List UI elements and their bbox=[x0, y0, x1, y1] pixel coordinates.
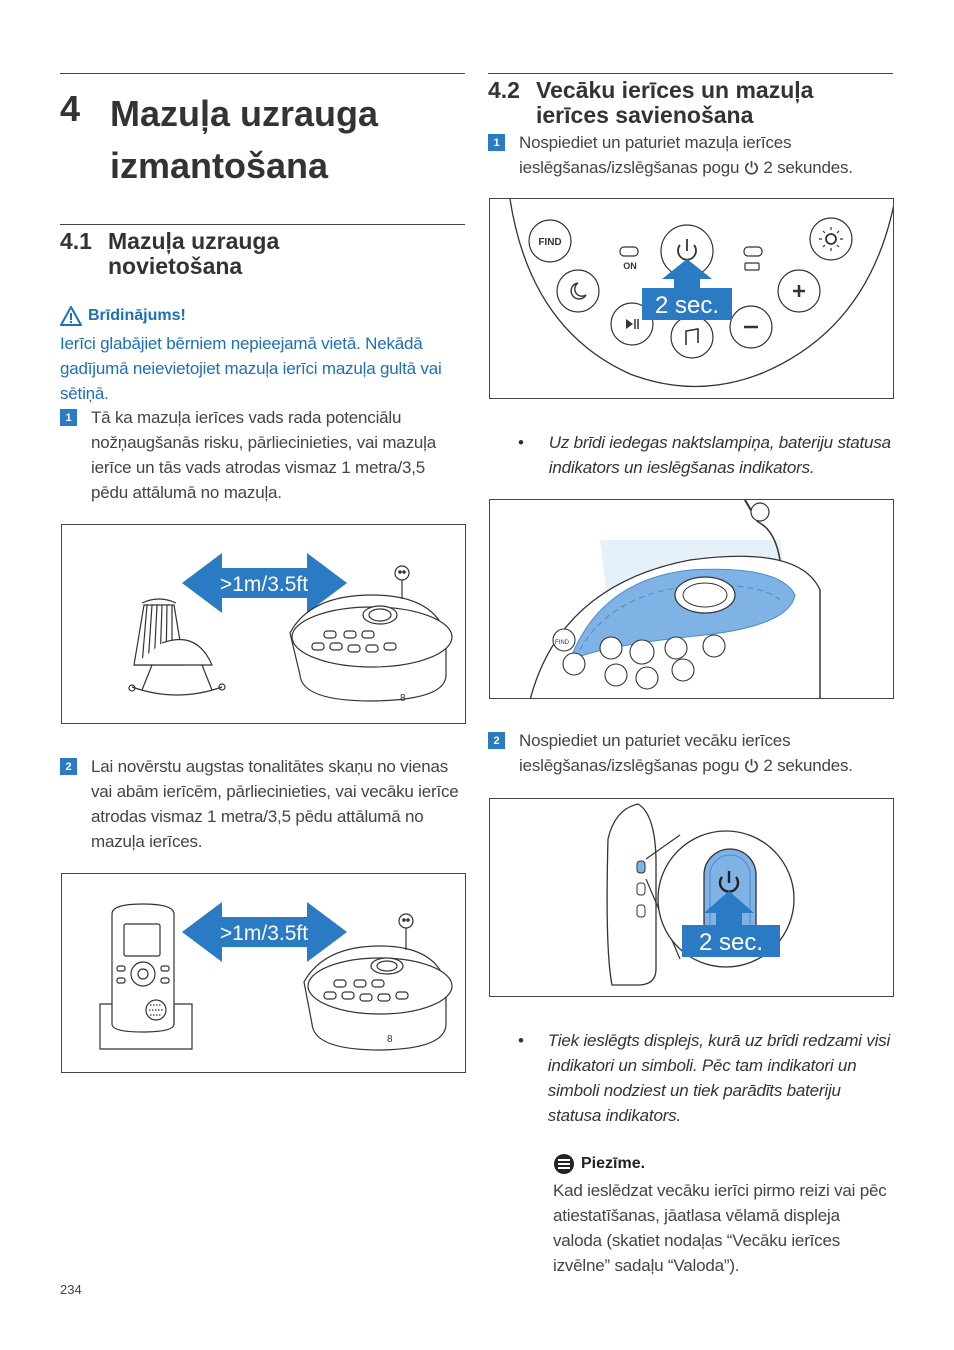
chapter-top-rule bbox=[60, 73, 465, 74]
baby-unit-drawing: 8 bbox=[289, 565, 453, 704]
section-4-1-number: 4.1 bbox=[60, 228, 92, 254]
step-text-before: Nospiediet un paturiet vecāku ierīces ie… bbox=[519, 731, 791, 775]
parent-unit-drawing bbox=[99, 903, 193, 1050]
music-button[interactable] bbox=[670, 315, 714, 359]
light-icon bbox=[825, 233, 837, 245]
figure-crib-distance: >1m/3.5ft 8 bbox=[61, 524, 466, 724]
bullet-text: Uz brīdi iedegas naktslampiņa, bateriju … bbox=[548, 433, 891, 477]
bullet-night-light: • Uz brīdi iedegas naktslampiņa, baterij… bbox=[518, 430, 893, 480]
note-heading: Piezīme. bbox=[553, 1153, 645, 1175]
find-button[interactable] bbox=[528, 219, 572, 263]
section-4-2-title-line1: Vecāku ierīces un mazuļa bbox=[536, 77, 814, 103]
section-4-2-heading: 4.2 Vecāku ierīces un mazuļa ierīces savi… bbox=[488, 78, 893, 128]
sec-label: 2 sec. bbox=[699, 929, 763, 956]
bullet-text: Tiek ieslēgts displejs, kurā uz brīdi re… bbox=[547, 1031, 891, 1125]
baby-unit-buttons-illustration: FIND ON 2 sec. bbox=[509, 199, 893, 388]
figure-parent-unit-power: 2 sec. bbox=[489, 798, 894, 997]
baby-unit-drawing: 8 bbox=[303, 913, 453, 1051]
section-4-1-rule bbox=[60, 224, 465, 225]
section-4-2-number: 4.2 bbox=[488, 77, 520, 103]
light-button[interactable] bbox=[809, 217, 853, 261]
find-label: FIND bbox=[555, 640, 570, 646]
moon-icon bbox=[570, 282, 587, 300]
step-text-before: Nospiediet un paturiet mazuļa ierīces ie… bbox=[519, 133, 792, 177]
step-badge: 1 bbox=[60, 409, 77, 426]
chapter-title: Mazuļa uzrauga izmantošana bbox=[110, 93, 379, 186]
distance-arrow: >1m/3.5ft bbox=[182, 902, 347, 962]
warning-heading: Brīdinājums! bbox=[60, 306, 186, 326]
distance-label: >1m/3.5ft bbox=[220, 922, 308, 945]
section-4-1-title-line2: novietošana bbox=[108, 253, 243, 279]
note-title: Piezīme. bbox=[581, 1155, 646, 1172]
step-text-after: 2 sekundes. bbox=[763, 756, 853, 775]
step-text: Lai novērstu augstas tonalitātes skaņu n… bbox=[91, 757, 459, 851]
play-icon bbox=[626, 319, 633, 329]
figure-parent-unit-distance: >1m/3.5ft 8 bbox=[61, 873, 466, 1073]
section-4-2-title-line2: ierīces savienošana bbox=[536, 102, 754, 128]
power-icon bbox=[744, 160, 758, 175]
battery-icon bbox=[744, 262, 760, 271]
parent-unit-power-illustration: 2 sec. bbox=[606, 803, 795, 986]
section-4-1-step-1: 1 Tā ka mazuļa ierīces vads rada potenci… bbox=[60, 405, 465, 505]
section-4-1-step-2: 2 Lai novērstu augstas tonalitātes skaņu… bbox=[60, 754, 465, 854]
sec-badge bbox=[642, 288, 732, 320]
press-arrow bbox=[662, 259, 712, 293]
step-text-after: 2 sekundes. bbox=[763, 158, 853, 177]
parent-unit-distance-illustration: >1m/3.5ft 8 bbox=[99, 902, 453, 1051]
section-4-1-title-line1: Mazuļa uzrauga bbox=[108, 228, 280, 254]
section-4-2-step-1: 1 Nospiediet un paturiet mazuļa ierīces … bbox=[488, 130, 893, 180]
page-number: 234 bbox=[60, 1282, 82, 1297]
find-label: FIND bbox=[538, 237, 561, 248]
warning-text: Ierīci glabājiet bērniem nepieejamā viet… bbox=[60, 334, 442, 403]
svg-text:8: 8 bbox=[400, 693, 406, 704]
sec-label: 2 sec. bbox=[655, 292, 719, 319]
figure-baby-unit-buttons: FIND ON 2 sec. bbox=[489, 198, 894, 399]
step-badge: 1 bbox=[488, 134, 505, 151]
note-icon bbox=[554, 1154, 574, 1174]
press-arrow bbox=[704, 891, 754, 927]
figure-baby-unit-light: FIND bbox=[489, 499, 894, 699]
plus-icon bbox=[793, 285, 805, 297]
on-label: ON bbox=[623, 261, 637, 271]
step-badge: 2 bbox=[60, 758, 77, 775]
section-4-1-heading: 4.1 Mazuļa uzrauga novietošana bbox=[60, 229, 465, 279]
night-light-button[interactable] bbox=[556, 269, 600, 313]
bullet-display: • Tiek ieslēgts displejs, kurā uz brīdi … bbox=[518, 1028, 893, 1128]
sec-badge bbox=[682, 925, 780, 957]
step-text: Tā ka mazuļa ierīces vads rada potenciāl… bbox=[91, 408, 436, 502]
on-indicator bbox=[619, 246, 639, 257]
crib-distance-illustration: >1m/3.5ft 8 bbox=[128, 553, 453, 704]
section-4-2-rule bbox=[488, 73, 893, 74]
warning-title: Brīdinājums! bbox=[88, 307, 186, 324]
distance-label: >1m/3.5ft bbox=[220, 573, 308, 596]
music-note-icon bbox=[685, 328, 699, 345]
section-4-2-step-2: 2 Nospiediet un paturiet vecāku ierīces … bbox=[488, 728, 893, 778]
power-icon bbox=[744, 758, 758, 773]
battery-indicator bbox=[743, 246, 763, 257]
note-text: Kad ieslēdzat vecāku ierīci pirmo reizi … bbox=[553, 1181, 887, 1275]
baby-unit-light-illustration: FIND bbox=[529, 500, 821, 698]
warning-icon bbox=[60, 306, 82, 326]
svg-text:8: 8 bbox=[387, 1034, 393, 1045]
crib-drawing bbox=[128, 598, 226, 696]
step-badge: 2 bbox=[488, 732, 505, 749]
chapter-number: 4 bbox=[60, 88, 81, 129]
distance-arrow: >1m/3.5ft bbox=[182, 553, 347, 613]
